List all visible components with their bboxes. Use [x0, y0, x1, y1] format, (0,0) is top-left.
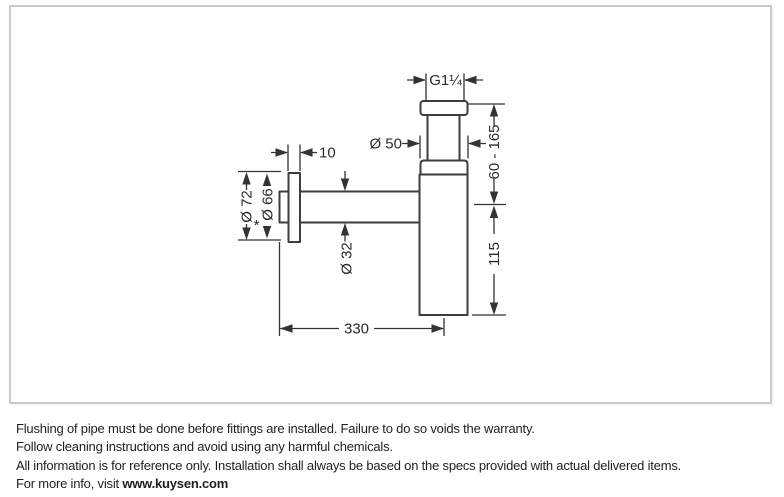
dim-body-height: 115 — [472, 205, 506, 316]
dim-thread-size-label: G1¼ — [429, 72, 462, 89]
dim-flange-diameters: Ø 72 Ø 66 * — [238, 170, 281, 241]
dim-body-diameter-label: Ø 50 — [369, 136, 402, 153]
footer-line-2: Follow cleaning instructions and avoid u… — [16, 439, 393, 455]
dim-wall-distance-arrow-left — [280, 324, 293, 333]
dim-body-diameter-arrow-left — [407, 139, 420, 148]
dim-dia72-arrow-down — [242, 227, 251, 240]
dim-body-diameter: Ø 50 — [369, 135, 486, 159]
dim-flange-thickness: 10 — [271, 144, 336, 171]
dim-flange-ext-lines — [238, 170, 281, 241]
technical-drawing: G1¼ Ø 50 10 Ø 72 Ø 66 * — [238, 72, 506, 338]
footer-line-3: All information is for reference only. I… — [16, 457, 682, 473]
dim-height-range-arrow-up — [489, 104, 499, 117]
drawing-frame — [9, 5, 772, 404]
dim-dia66-label: Ø 66 — [260, 188, 277, 221]
dim-pipe-diameter: Ø 32 — [339, 171, 356, 275]
dim-body-height-arrow-up — [489, 205, 499, 218]
footer-line-4-prefix: For more info, visit — [16, 475, 123, 491]
dim-body-diameter-lines — [402, 135, 486, 159]
website-text: www.kuysen.com — [122, 475, 229, 491]
dim-height-range: 60 - 165 — [468, 103, 506, 206]
dim-wall-distance-lines — [278, 242, 445, 336]
dim-body-diameter-arrow-right — [468, 139, 481, 148]
dim-wall-distance-arrow-right — [431, 324, 444, 333]
dim-flange-thickness-arrow-right — [300, 148, 313, 157]
dim-thread-size: G1¼ — [407, 72, 483, 101]
dim-dia72-arrow-up — [242, 172, 251, 185]
dim-flange-thickness-arrow-left — [275, 148, 288, 157]
dim-body-height-lines — [472, 218, 506, 316]
inlet-nut — [419, 100, 469, 116]
trap-collar — [419, 159, 469, 176]
dim-thread-size-arrow-right — [464, 75, 477, 85]
dim-flange-thickness-lines — [271, 144, 317, 171]
dim-body-height-arrow-down — [489, 302, 499, 315]
dim-pipe-diameter-arrow-up — [340, 223, 350, 236]
dim-dia66-arrow-down — [262, 226, 272, 239]
dim-pipe-diameter-arrow-down — [340, 178, 350, 191]
dim-thread-size-arrow-left — [413, 75, 426, 85]
footer-line-1: Flushing of pipe must be done before fit… — [16, 421, 535, 436]
dim-height-range-arrow-down — [489, 191, 499, 204]
dim-dia66-footnote-mark: * — [254, 217, 260, 234]
dim-height-range-label: 60 - 165 — [486, 124, 503, 179]
footer-notes: Flushing of pipe must be done before fit… — [16, 420, 776, 493]
trap-body — [418, 173, 469, 316]
dim-pipe-diameter-label: Ø 32 — [339, 242, 356, 275]
dim-dia72-label: Ø 72 — [239, 190, 256, 223]
dim-flange-thickness-label: 10 — [319, 145, 336, 162]
pipe-stub — [278, 190, 290, 224]
dim-thread-size-lines — [407, 73, 483, 101]
siphon-outline — [278, 100, 469, 316]
dim-wall-distance: 330 — [278, 242, 445, 338]
dim-height-range-lines — [468, 103, 506, 206]
footer-line-4: For more info, visit www.kuysen.com — [16, 475, 776, 493]
dim-dia66-arrow-up — [262, 173, 272, 186]
waste-pipe — [300, 190, 420, 224]
wall-flange — [287, 172, 301, 243]
dim-body-height-label: 115 — [486, 242, 503, 266]
dim-wall-distance-label: 330 — [344, 321, 369, 338]
inlet-neck — [426, 115, 461, 160]
